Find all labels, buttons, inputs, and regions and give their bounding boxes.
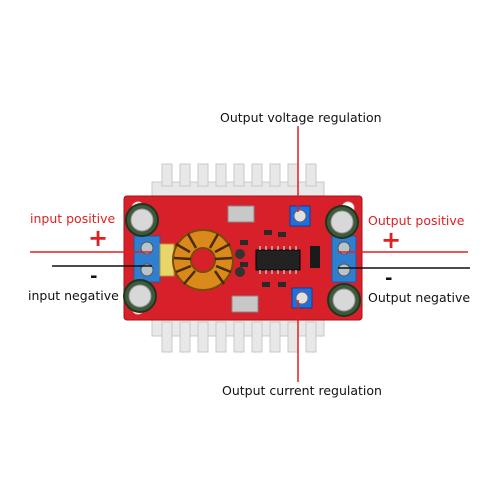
- callout-lines: [30, 126, 470, 382]
- output-minus-sign: -: [385, 268, 393, 289]
- output-voltage-regulation-label: Output voltage regulation: [220, 110, 382, 125]
- smd-components: [240, 230, 320, 287]
- output-positive-label: Output positive: [368, 213, 465, 228]
- output-capacitor-bottom: [327, 283, 361, 317]
- input-terminal-block: [133, 235, 175, 283]
- output-current-regulation-label: Output current regulation: [222, 383, 382, 398]
- smd-capacitors: [235, 249, 245, 277]
- input-plus-sign: +: [88, 224, 109, 252]
- voltage-potentiometer: [289, 205, 311, 227]
- output-negative-label: Output negative: [368, 290, 471, 305]
- input-capacitor-top: [125, 203, 159, 237]
- control-ic: [255, 246, 301, 274]
- output-capacitor-top: [325, 205, 359, 239]
- output-terminal-block: [331, 235, 357, 283]
- toroidal-inductor: [172, 229, 234, 291]
- input-positive-label: input positive: [30, 211, 116, 226]
- power-transistors: [227, 205, 259, 313]
- input-minus-sign: -: [90, 266, 98, 287]
- input-negative-label: input negative: [28, 288, 119, 303]
- current-potentiometer: [291, 287, 313, 309]
- input-capacitor-bottom: [123, 279, 157, 313]
- output-plus-sign: +: [381, 226, 402, 254]
